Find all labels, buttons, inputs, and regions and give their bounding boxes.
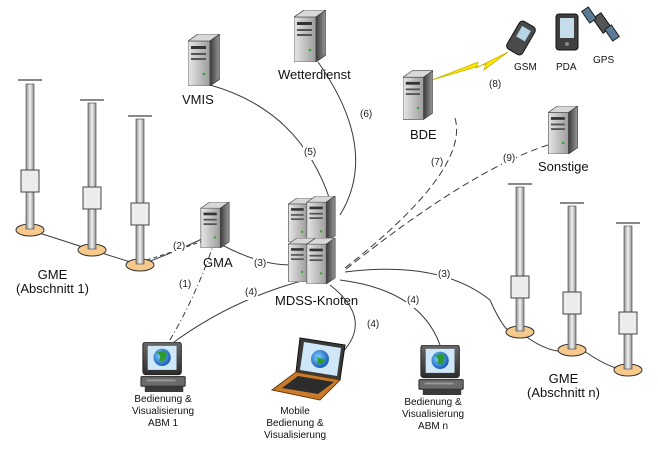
pole-icon	[613, 222, 643, 377]
abmn-workstation-icon	[418, 345, 464, 395]
laptop-icon	[270, 337, 346, 401]
link-3-gma	[221, 244, 291, 266]
link-7	[344, 117, 458, 269]
wetterdienst-server-icon	[294, 10, 326, 62]
link-9	[344, 144, 549, 271]
pole-icon	[557, 202, 587, 357]
gma-server-icon	[200, 202, 230, 248]
pda-icon	[555, 13, 579, 51]
gme-right-poles	[505, 183, 643, 377]
vmis-server-icon	[188, 34, 220, 86]
mobile-phone-icon	[506, 20, 536, 56]
gps-satellite-icon	[581, 6, 620, 42]
link-4-mobile	[329, 284, 356, 356]
link-2	[139, 237, 211, 263]
pole-icon	[15, 79, 45, 237]
abm1-workstation-icon	[140, 342, 186, 392]
pole-icon	[125, 115, 155, 272]
link-1	[164, 239, 216, 349]
pole-icon	[77, 99, 107, 257]
pole-icon	[505, 183, 535, 339]
link-4-abm1	[169, 279, 306, 346]
link-3-gme	[344, 268, 521, 335]
bde-server-icon	[403, 70, 433, 120]
gme-left-poles	[15, 79, 155, 272]
link-4-abmn	[339, 279, 441, 346]
wireless-link-icon	[431, 51, 509, 81]
gme-left-link	[29, 229, 211, 266]
sonstige-server-icon	[548, 106, 578, 154]
link-5	[209, 84, 331, 201]
link-6	[317, 61, 357, 216]
mdss-cluster-icon	[288, 196, 336, 284]
